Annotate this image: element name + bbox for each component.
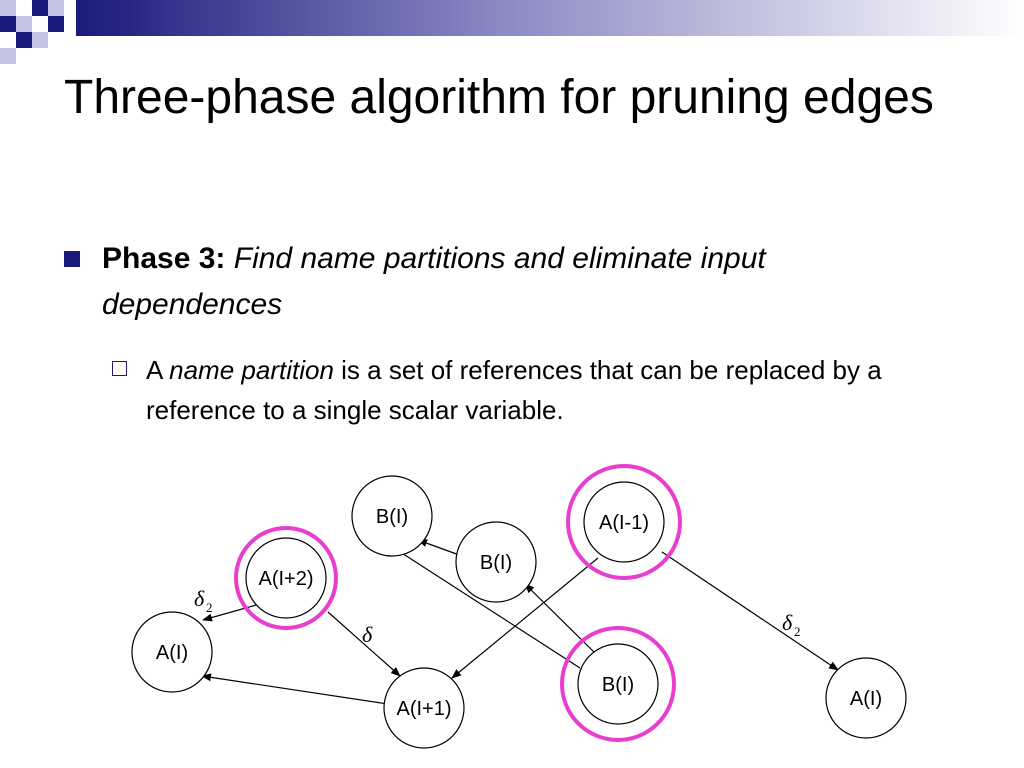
- highlight-ring-ai-minus1: [566, 464, 682, 580]
- node-b-top: B(I): [351, 475, 433, 557]
- edge-ai2-to-ai1: [327, 611, 401, 677]
- top-gradient-bar: [76, 0, 1024, 36]
- sub-bullet-text: is a set of references that can be repla…: [146, 355, 882, 425]
- svg-text:δ: δ: [194, 586, 205, 611]
- edge-label-delta2-left: δ 2: [194, 586, 213, 615]
- node-a-minus1: A(I-1): [583, 481, 665, 563]
- svg-text:2: 2: [794, 624, 801, 639]
- slide-title: Three-phase algorithm for pruning edges: [64, 71, 934, 124]
- node-a-plus1: A(I+1): [383, 667, 465, 749]
- edge-ai2-to-ai: [202, 603, 261, 622]
- node-b-mid: B(I): [455, 521, 537, 603]
- bullet-text: Find name partitions and eliminate input…: [102, 242, 766, 321]
- node-b-bottom: B(I): [577, 643, 659, 725]
- edge-ai1-to-ai: [201, 673, 389, 705]
- hollow-square-bullet-icon: [112, 361, 127, 376]
- node-a-right: A(I): [825, 657, 907, 739]
- svg-text:A(I): A(I): [850, 688, 882, 710]
- edge-bi-mid-to-bi-top: [417, 539, 463, 557]
- svg-text:δ: δ: [782, 610, 793, 635]
- svg-text:B(I): B(I): [602, 674, 634, 696]
- corner-decoration: [0, 0, 64, 64]
- svg-text:A(I+1): A(I+1): [396, 698, 451, 720]
- edge-ai-minus1-to-ai1: [451, 557, 599, 679]
- node-a-plus2: A(I+2): [245, 537, 327, 619]
- name-partition-highlights: [234, 464, 682, 742]
- highlight-ring-ai2: [234, 526, 338, 630]
- svg-text:B(I): B(I): [376, 506, 408, 528]
- svg-text:2: 2: [206, 600, 213, 615]
- highlight-ring-bi-bottom: [560, 626, 676, 742]
- square-bullet-icon: [64, 251, 80, 267]
- svg-text:A(I-1): A(I-1): [599, 512, 649, 534]
- svg-text:δ: δ: [362, 622, 373, 647]
- bullet-heading: Phase 3:: [102, 242, 226, 275]
- edge-ai-minus1-to-ai-right: [661, 551, 839, 671]
- svg-text:B(I): B(I): [480, 552, 512, 574]
- svg-text:A(I+2): A(I+2): [258, 568, 313, 590]
- edge-label-delta2-right: δ 2: [782, 610, 801, 639]
- svg-text:A(I): A(I): [156, 642, 188, 664]
- node-a-left: A(I): [131, 611, 213, 693]
- sub-bullet-emphasis: name partition: [169, 355, 334, 385]
- sub-bullet-prefix: A: [146, 355, 170, 385]
- edge-bi-bottom-to-bi-top: [393, 547, 581, 669]
- edge-label-delta-middle: δ: [362, 622, 373, 647]
